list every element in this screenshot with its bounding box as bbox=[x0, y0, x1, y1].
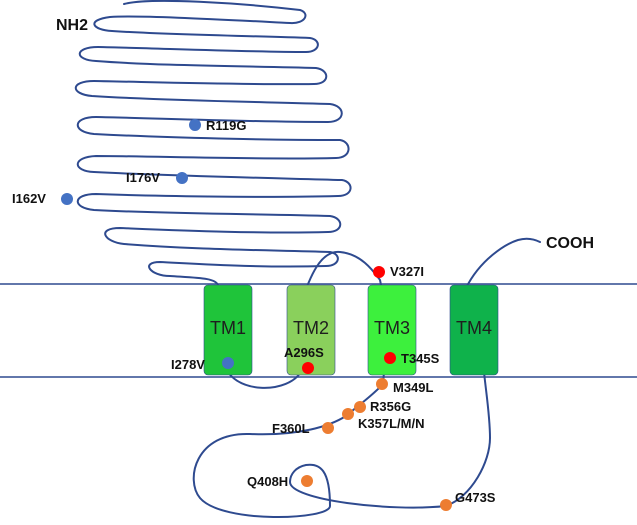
mutation-dot-k357lmn bbox=[342, 408, 354, 420]
mutation-label-f360l: F360L bbox=[272, 421, 310, 436]
tm4-segment bbox=[449, 284, 499, 376]
tm3-label: TM3 bbox=[374, 318, 410, 338]
mutation-label-i176v: I176V bbox=[126, 170, 160, 185]
mutation-dot-g473s bbox=[440, 499, 452, 511]
mutation-dot-a296s bbox=[302, 362, 314, 374]
mutation-dot-i278v bbox=[222, 357, 234, 369]
mutation-dot-v327i bbox=[373, 266, 385, 278]
tm4-label: TM4 bbox=[456, 318, 492, 338]
mutation-label-i278v: I278V bbox=[171, 357, 205, 372]
mutation-label-r119g: R119G bbox=[206, 118, 246, 133]
n-terminal-coil bbox=[74, 0, 352, 301]
c-terminal-tail bbox=[465, 237, 541, 289]
mutation-label-t345s: T345S bbox=[401, 351, 440, 366]
mutation-dot-f360l bbox=[322, 422, 334, 434]
mutation-label-v327i: V327I bbox=[390, 264, 424, 279]
mutation-label-g473s: G473S bbox=[455, 490, 496, 505]
mutation-dot-r119g bbox=[189, 119, 201, 131]
mutation-label-m349l: M349L bbox=[393, 380, 434, 395]
n-terminus-label: NH2 bbox=[56, 17, 88, 34]
tm2-label: TM2 bbox=[293, 318, 329, 338]
mutation-dot-r356g bbox=[354, 401, 366, 413]
tm1-label: TM1 bbox=[210, 318, 246, 338]
mutation-dot-q408h bbox=[301, 475, 313, 487]
tm2-segment bbox=[286, 284, 336, 376]
mutation-dot-i176v bbox=[176, 172, 188, 184]
mutation-dot-t345s bbox=[384, 352, 396, 364]
mutation-label-q408h: Q408H bbox=[247, 474, 288, 489]
mutation-label-a296s: A296S bbox=[284, 345, 324, 360]
mutation-label-k357lmn: K357L/M/N bbox=[358, 416, 424, 431]
tm3-tm4-intracellular-loop bbox=[192, 371, 491, 519]
tm1-segment bbox=[203, 284, 253, 376]
mutation-label-r356g: R356G bbox=[370, 399, 411, 414]
c-terminus-label: COOH bbox=[546, 235, 594, 252]
mutation-label-i162v: I162V bbox=[12, 191, 46, 206]
mutation-dot-m349l bbox=[376, 378, 388, 390]
tm3-segment bbox=[367, 284, 417, 376]
mutation-dot-i162v bbox=[61, 193, 73, 205]
